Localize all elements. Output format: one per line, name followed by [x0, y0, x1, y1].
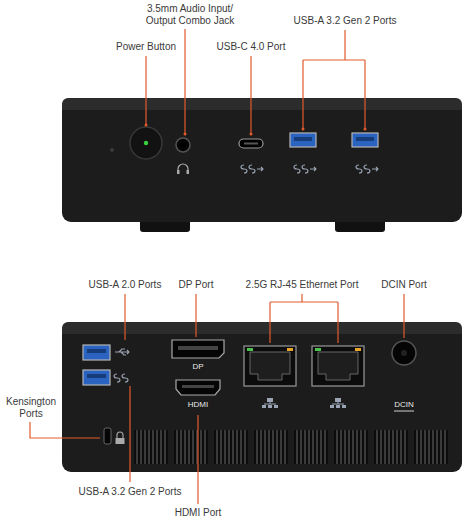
front-view: [62, 98, 462, 232]
leader-lines: [30, 29, 404, 504]
leader-dots: [145, 124, 367, 136]
device-marking: DCIN: [394, 400, 414, 409]
port-label: 2.5G RJ-45 Ethernet Port: [246, 279, 359, 291]
device-marking: HDMI: [188, 400, 208, 409]
port-label: DCIN Port: [381, 279, 427, 291]
port-label: 3.5mm Audio Input/ Output Combo Jack: [140, 3, 240, 27]
rear-view: [62, 322, 462, 472]
port-label: Kensington Ports: [3, 396, 59, 420]
port-label: DP Port: [179, 279, 214, 291]
port-label: USB-A 3.2 Gen 2 Ports: [79, 486, 182, 498]
port-label: Power Button: [116, 41, 176, 53]
port-label: HDMI Port: [175, 507, 222, 519]
port-label: USB-A 2.0 Ports: [89, 279, 162, 291]
device-marking: DP: [192, 362, 203, 371]
port-label: USB-A 3.2 Gen 2 Ports: [294, 15, 397, 27]
port-label: USB-C 4.0 Port: [217, 41, 286, 53]
